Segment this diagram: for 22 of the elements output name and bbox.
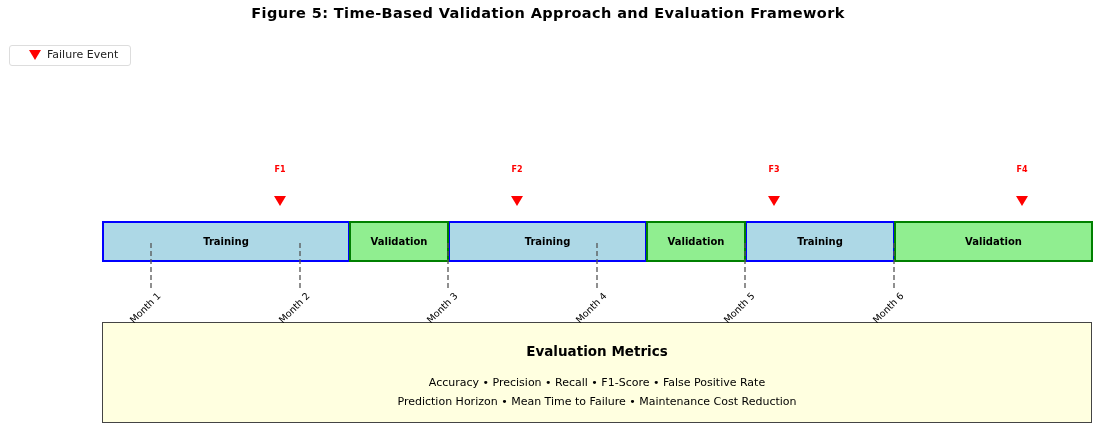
training-period-bar: [102, 221, 350, 262]
metrics-panel: [102, 322, 1092, 423]
segment-label: Validation: [370, 236, 428, 247]
failure-label: F3: [768, 165, 780, 174]
failure-label: F2: [511, 165, 523, 174]
training-period-bar: [448, 221, 647, 262]
segment-label: Training: [524, 236, 571, 247]
validation-period-bar: [646, 221, 746, 262]
figure-title: Figure 5: Time-Based Validation Approach and Evaluation Framework: [250, 5, 846, 21]
segment-label: Training: [203, 236, 249, 247]
failure-label: F1: [274, 165, 286, 174]
metrics-list: Prediction Horizon • Mean Time to Failure • Maintenance Cost Reduction: [103, 395, 1091, 408]
failure-label: F4: [1016, 165, 1028, 174]
segment-label: Validation: [965, 236, 1022, 247]
validation-period-bar: [894, 221, 1093, 262]
segment-label: Training: [797, 236, 843, 247]
panel-heading: Evaluation Metrics: [525, 343, 669, 359]
validation-period-bar: [349, 221, 449, 262]
training-period-bar: [745, 221, 895, 262]
segment-label: Validation: [667, 236, 725, 247]
metrics-list: Accuracy • Precision • Recall • F1-Score • False Positive Rate: [103, 376, 1091, 389]
legend-label: Failure Event: [47, 48, 119, 61]
